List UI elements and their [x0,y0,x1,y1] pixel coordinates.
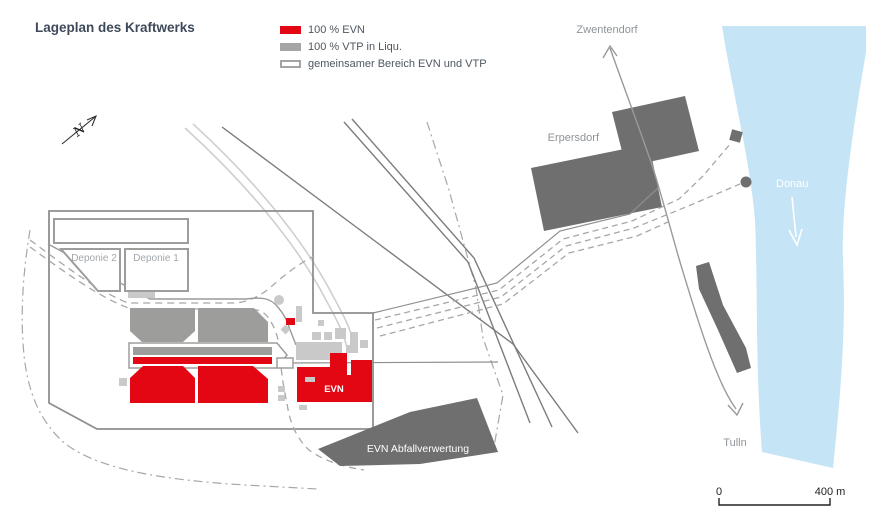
evn-building-label: EVN [324,384,344,395]
north-arrow-line [61,114,98,145]
evn-small-building [286,318,295,325]
small-building [278,395,285,401]
river-circle-marker [740,176,752,188]
evn-main-building [297,353,372,402]
rail-siding-line-2 [192,123,355,345]
tulln-arrowhead [727,402,744,417]
legend: 100 % EVN 100 % VTP in Liqu. gemeinsamer… [280,21,487,72]
scale-bar-end: 400 m [815,486,846,498]
small-building [280,324,291,335]
vtp-basin-2 [198,308,268,342]
round-tank [274,295,284,305]
small-building [312,332,321,340]
pipeline-dashed-to-circle [376,183,741,329]
deponie-2-area [58,248,121,292]
zwentendorf-tulln-road [609,47,737,410]
west-boundary-dashdot [21,229,319,490]
legend-swatch-red [280,25,301,34]
erpersdorf-label: Erpersdorf [548,132,600,144]
tulln-label: Tulln [723,437,746,449]
flood-dam-building [696,262,751,373]
deponie-1-label: Deponie 1 [133,253,179,264]
evn-basin-1 [130,366,195,403]
scale-bar: 0 400 m [716,486,846,506]
zwentendorf-label: Zwentendorf [576,24,638,36]
river-flow-arrow [788,196,803,248]
site-road-dashed-north [29,239,315,304]
machine-hall-outline [128,342,288,369]
pipeline-dashed-short [379,221,669,337]
pipeline-dashed-to-square [374,142,732,321]
donau-label: Donau [776,178,808,190]
site-boundary [48,210,374,430]
small-building [346,345,358,353]
corridor-solid-line [372,187,659,314]
small-building [296,306,302,322]
common-area-rect [53,218,189,244]
small-building [324,332,332,340]
scale-bar-line [718,498,831,506]
legend-item-vtp: 100 % VTP in Liqu. [280,38,487,55]
water-channel-line [283,361,499,364]
small-building [350,332,358,352]
north-arrow: N [61,114,98,145]
small-building [305,377,315,382]
deponie-2-label: Deponie 2 [71,253,117,264]
vtp-hall-bar [133,347,272,355]
legend-item-evn: 100 % EVN [280,21,487,38]
legend-swatch-gray [280,42,301,51]
vtp-basin-1 [130,308,195,342]
deponie-1-area [124,248,189,292]
auxiliary-buildings [119,295,368,410]
machine-hall-annex [276,357,294,369]
small-building [318,320,324,326]
abfallverwertung-building [318,398,498,466]
east-boundary-dashdot [426,121,504,448]
small-building [128,292,155,298]
legend-label: 100 % VTP in Liqu. [308,40,402,53]
evn-hall-bar [133,357,272,364]
small-building [360,340,368,348]
river-square-marker [729,129,743,143]
evn-basin-2 [198,366,268,403]
donau-river [722,26,866,468]
railway-line-3 [221,126,579,434]
railway-line-1 [343,121,531,424]
small-building [119,378,127,386]
page-title: Lageplan des Kraftwerks [35,20,195,35]
zwentendorf-arrowhead [602,44,618,59]
legend-item-common: gemeinsamer Bereich EVN und VTP [280,55,487,72]
small-building [299,405,307,410]
small-building [278,386,285,392]
legend-swatch-outline [280,59,301,68]
railway-line-2 [351,118,553,428]
abfallverwertung-label: EVN Abfallverwertung [367,443,469,455]
legend-label: 100 % EVN [308,23,365,36]
small-building [335,328,346,339]
legend-label: gemeinsamer Bereich EVN und VTP [308,57,487,70]
scale-bar-start: 0 [716,486,722,498]
erpersdorf-building-lower [531,144,662,231]
